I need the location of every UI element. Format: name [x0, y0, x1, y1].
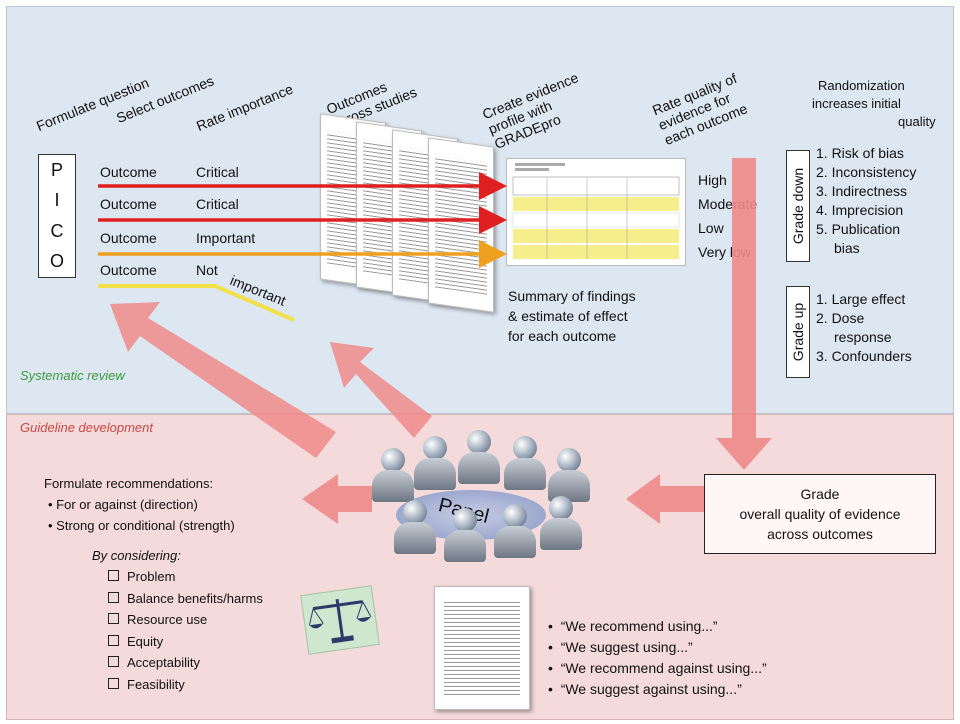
considering-list: Problem Balance benefits/harms Resource …	[108, 566, 263, 695]
considering-item: Equity	[108, 631, 263, 653]
panel-member-icon	[540, 496, 582, 552]
summary-line-2: & estimate of effect	[508, 308, 628, 324]
grade-overall-line-3: across outcomes	[767, 526, 873, 542]
outcome-1-name: Outcome	[100, 164, 157, 180]
grade-overall-line-1: Grade	[800, 486, 840, 502]
balance-scale-icon	[300, 585, 380, 655]
outcome-1-importance: Critical	[196, 164, 239, 180]
quality-high: High	[698, 172, 727, 188]
wording-item: • “We suggest against using...”	[548, 681, 742, 697]
considering-item: Acceptability	[108, 652, 263, 674]
outcome-4-importance: Not	[196, 262, 218, 278]
wording-item: • “We recommend using...”	[548, 618, 718, 634]
evidence-profile-table	[506, 158, 686, 266]
randomization-line-2: increases initial	[812, 96, 901, 111]
grade-down-item: 5. Publication	[816, 221, 901, 237]
checkbox-icon	[108, 656, 119, 667]
grade-down-item: bias	[834, 240, 860, 256]
grade-overall-line-2: overall quality of evidence	[739, 506, 901, 522]
panel-member-icon	[394, 500, 436, 556]
formulate-title: Formulate recommendations:	[44, 476, 214, 491]
quality-low: Low	[698, 220, 724, 236]
wording-list: • “We recommend using...” • “We suggest …	[548, 616, 767, 700]
summary-line-1: Summary of findings	[508, 288, 636, 304]
panel-member-icon	[504, 436, 546, 492]
wording-item: • “We suggest using...”	[548, 639, 693, 655]
grade-down-item: 3. Indirectness	[816, 183, 908, 199]
pico-c: C	[50, 220, 64, 241]
outcome-3-name: Outcome	[100, 230, 157, 246]
grade-down-label: Grade down	[790, 167, 806, 245]
panel-member-icon	[372, 448, 414, 504]
panel-member-icon	[458, 430, 500, 486]
grade-overall-box: Grade overall quality of evidence across…	[704, 474, 936, 554]
grade-up-label-box: Grade up	[786, 286, 810, 378]
checkbox-icon	[108, 634, 119, 646]
grade-down-item: 1. Risk of bias	[816, 145, 904, 161]
panel-member-icon	[444, 508, 486, 564]
evidence-profile-table-graphic	[512, 163, 680, 259]
outcome-4-name: Outcome	[100, 262, 157, 278]
grade-up-list: 1. Large effect 2. Dose response 3. Conf…	[816, 290, 912, 366]
formulate-bullet: • Strong or conditional (strength)	[48, 518, 235, 533]
pico-box: P I C O	[38, 154, 76, 278]
grade-up-item: 1. Large effect	[816, 291, 906, 307]
outcome-2-name: Outcome	[100, 196, 157, 212]
guideline-development-label: Guideline development	[20, 420, 153, 435]
summary-line-3: for each outcome	[508, 328, 617, 344]
checkbox-icon	[108, 677, 119, 689]
quality-moderate: Moderate	[698, 196, 758, 212]
grade-down-item: 4. Imprecision	[816, 202, 904, 218]
grade-up-item: 3. Confounders	[816, 348, 912, 364]
grade-down-label-box: Grade down	[786, 150, 810, 262]
systematic-review-label: Systematic review	[20, 368, 125, 383]
quality-very-low: Very low	[698, 244, 751, 260]
panel-member-icon	[414, 436, 456, 492]
grade-up-label: Grade up	[790, 302, 806, 362]
considering-item: Feasibility	[108, 674, 263, 696]
outcome-3-importance: Important	[196, 230, 256, 246]
randomization-line-3: quality	[898, 114, 936, 129]
grade-up-item: 2. Dose	[816, 310, 865, 326]
checkbox-icon	[108, 570, 119, 581]
pico-p: P	[50, 159, 63, 180]
considering-item: Resource use	[108, 609, 263, 631]
randomization-line-1: Randomization	[818, 78, 905, 93]
pico-i: I	[54, 190, 60, 211]
wording-item: • “We recommend against using...”	[548, 660, 767, 676]
pico-o: O	[49, 251, 64, 272]
grade-down-list: 1. Risk of bias 2. Inconsistency 3. Indi…	[816, 144, 916, 258]
grade-down-item: 2. Inconsistency	[816, 164, 917, 180]
grade-up-item: response	[834, 329, 892, 345]
formulate-bullet: • For or against (direction)	[48, 497, 198, 512]
outcome-2-importance: Critical	[196, 196, 239, 212]
checkbox-icon	[108, 591, 119, 603]
considering-title: By considering:	[92, 548, 181, 563]
guideline-document	[434, 586, 530, 710]
considering-item: Balance benefits/harms	[108, 588, 263, 610]
considering-item: Problem	[108, 566, 263, 588]
study-document-4	[428, 137, 494, 313]
formulate-bullets: • For or against (direction) • Strong or…	[48, 494, 235, 536]
panel-member-icon	[494, 504, 536, 560]
checkbox-icon	[108, 613, 119, 624]
